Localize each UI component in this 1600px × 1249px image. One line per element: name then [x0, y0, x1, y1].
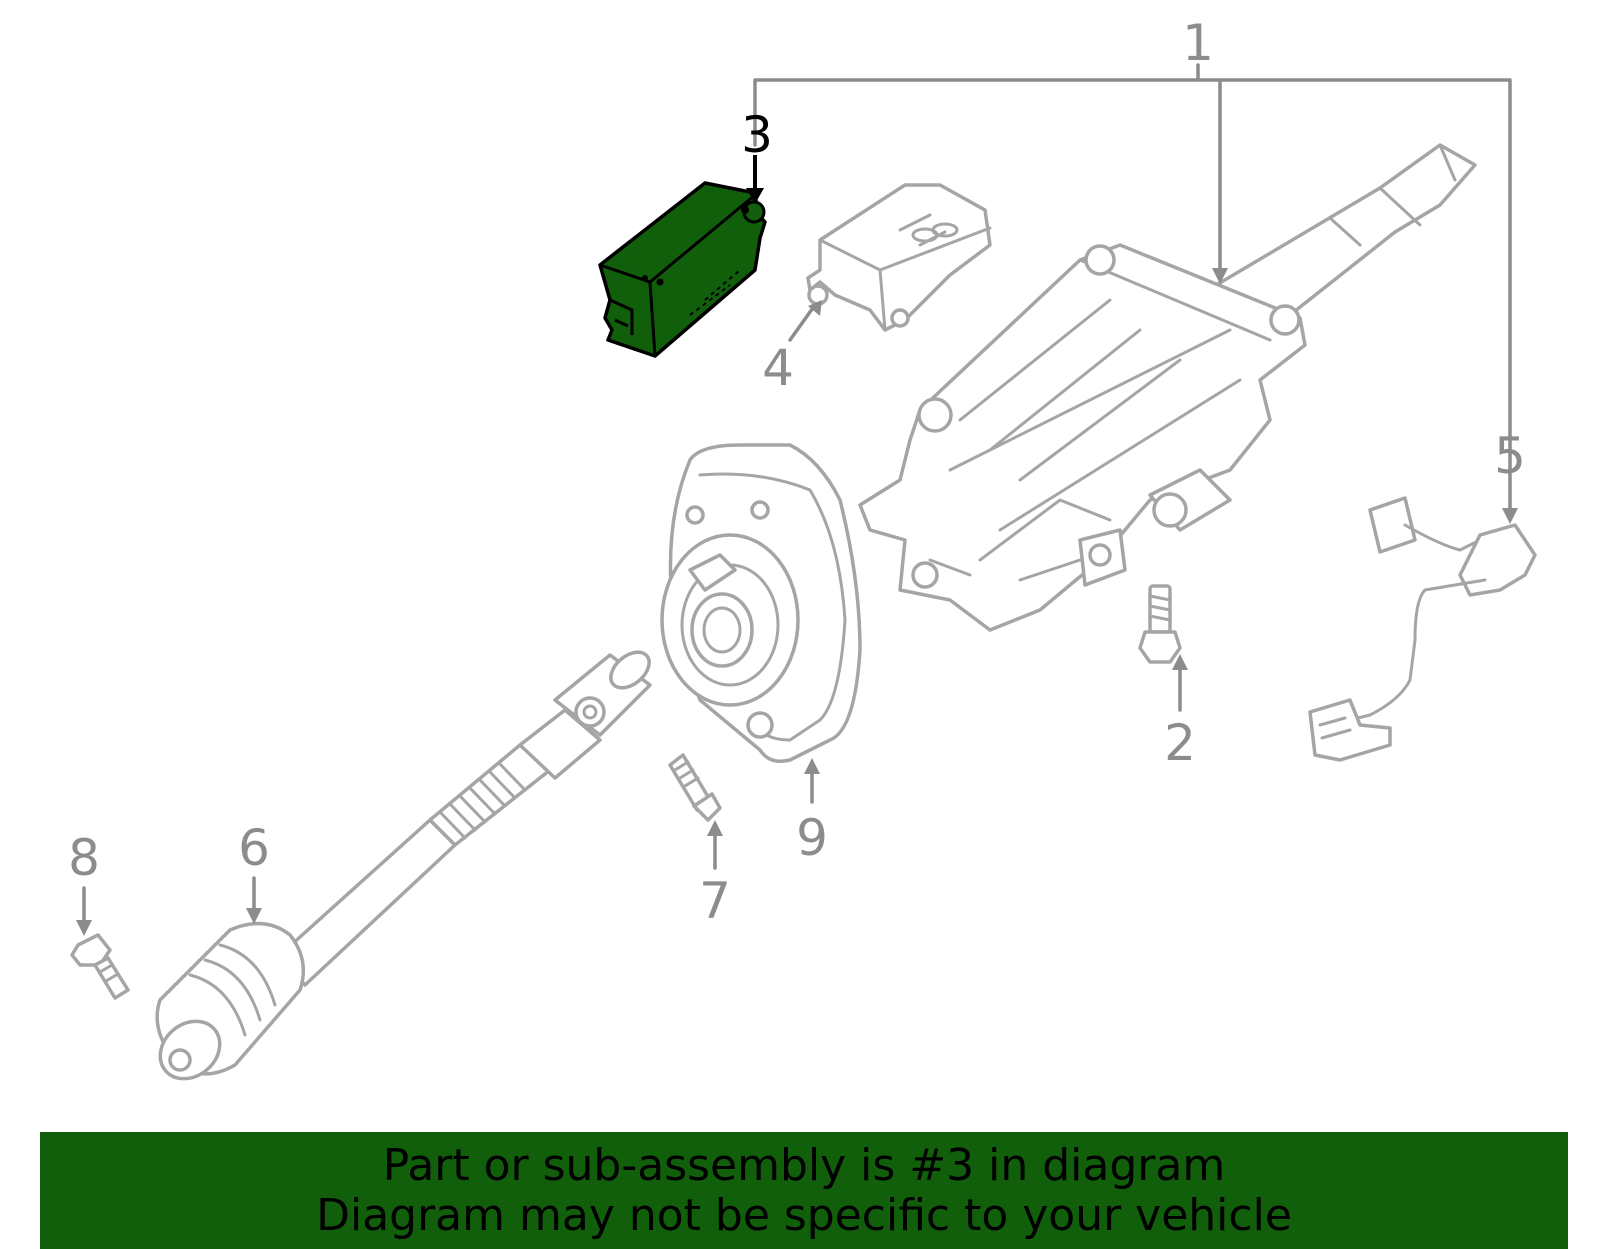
leader-lines	[76, 63, 1518, 936]
callout-1: 1	[1182, 14, 1214, 72]
part-5-wiring-harness	[1308, 496, 1537, 762]
part-2-bolt	[1138, 584, 1182, 664]
part-4-sensor-module	[806, 183, 992, 332]
banner-line-2: Diagram may not be specific to your vehi…	[316, 1189, 1292, 1241]
callout-3: 3	[741, 106, 773, 164]
part-6-intermediate-shaft	[155, 650, 652, 1081]
callout-4: 4	[762, 339, 794, 397]
part-3-control-module	[598, 181, 767, 358]
callout-6: 6	[238, 819, 270, 877]
callout-8: 8	[68, 829, 100, 887]
callout-9: 9	[796, 809, 828, 867]
callout-7: 7	[699, 872, 731, 930]
part-7-stud	[668, 753, 722, 822]
callout-5: 5	[1494, 427, 1526, 485]
banner-line-1: Part or sub-assembly is #3 in diagram	[382, 1139, 1226, 1191]
callout-2: 2	[1164, 714, 1196, 772]
info-banner: Part or sub-assembly is #3 in diagram Di…	[40, 1132, 1568, 1249]
part-9-bracket	[660, 443, 862, 763]
part-1-steering-column	[858, 143, 1477, 632]
parts-diagram: 1 2 3 4 5 6 7 8 9	[68, 14, 1537, 1081]
part-8-bolt	[70, 933, 130, 1000]
